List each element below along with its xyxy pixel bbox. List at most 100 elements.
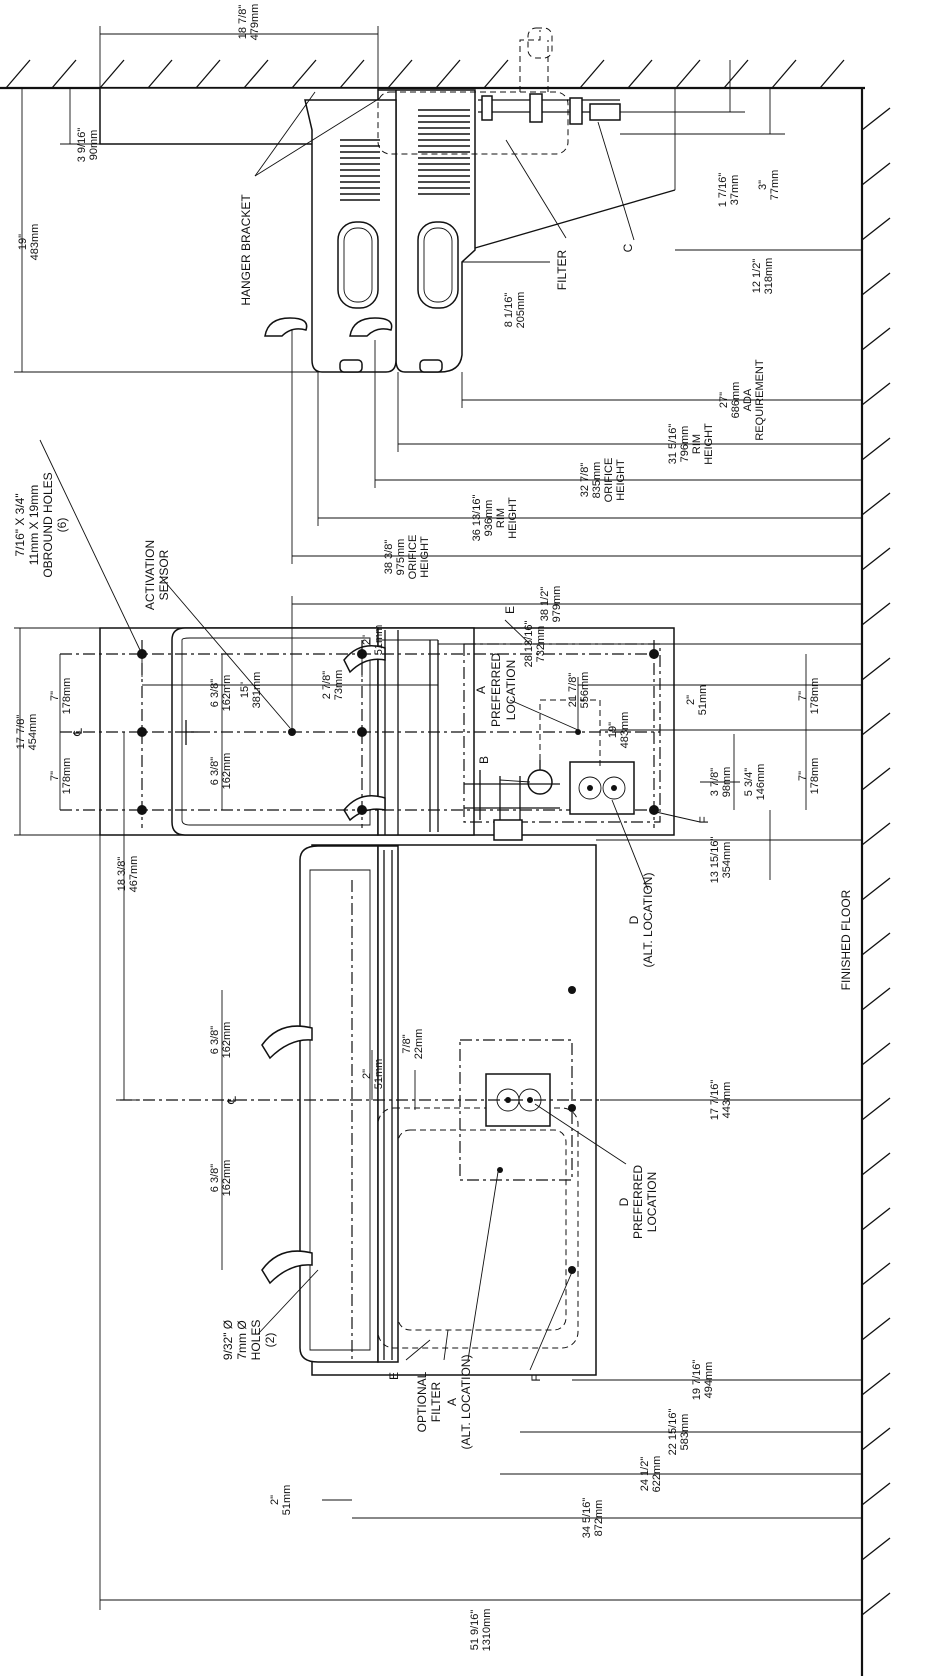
dim-d14-mm: 51mm: [373, 625, 385, 656]
dim-d41-in: 2": [269, 1495, 281, 1505]
dim-d5-mm: 77mm: [769, 170, 781, 201]
filter-label: FILTER: [555, 249, 569, 290]
c-label: C: [621, 243, 635, 252]
dim-d19-in: 19": [607, 722, 619, 738]
dim-d28-mm: 146mm: [755, 764, 767, 801]
dim-d10-note2: HEIGHT: [615, 459, 627, 501]
dim-d20-in: 17 7/8": [15, 715, 27, 750]
dim-d10-in: 32 7/8": [579, 463, 591, 498]
obround-label-3: OBROUND HOLES: [41, 472, 55, 577]
dim-d8-in: 27": [718, 392, 730, 408]
dim-d2-in: 3 9/16": [76, 128, 88, 163]
dim-d7-mm: 205mm: [515, 292, 527, 329]
b-label: B: [477, 756, 491, 764]
dim-d22-mm: 178mm: [61, 758, 73, 795]
supply-plumbing: [478, 27, 621, 125]
dim-d4-mm: 37mm: [729, 175, 741, 206]
dim-d18-in: 21 7/8": [567, 673, 579, 708]
dim-d8-note2: REQUIREMENT: [754, 359, 766, 441]
optional-filter-label-2: FILTER: [429, 1381, 443, 1422]
dim-d36-in: 17 7/16": [709, 1080, 721, 1121]
f-label-bottom: F: [529, 1374, 543, 1381]
dim-d11-note1: RIM: [495, 508, 507, 528]
dim-d26-mm: 178mm: [809, 678, 821, 715]
dim-d33-mm: 51mm: [373, 1059, 385, 1090]
dim-d35-in: 6 3/8": [209, 1164, 221, 1192]
dim-d17-mm: 381mm: [251, 672, 263, 709]
holes-label-4: (2): [263, 1333, 277, 1348]
dim-d38-in: 22 15/16": [667, 1409, 679, 1456]
dim-d12-note1: ORIFICE: [407, 535, 419, 580]
dim-d4-in: 1 7/16": [717, 173, 729, 208]
holes-label-3: HOLES: [249, 1320, 263, 1361]
dim-d10-mm: 835mm: [591, 462, 603, 499]
dim-d21-in: 7": [49, 691, 61, 701]
dim-d29-in: 7": [797, 771, 809, 781]
dim-d25-in: 2": [685, 695, 697, 705]
dim-d28-in: 5 3/4": [743, 768, 755, 796]
a-preferred-label-2: PREFERRED: [489, 653, 503, 727]
side-view: [99, 27, 676, 373]
dim-d42-mm: 1310mm: [481, 1609, 493, 1652]
d-alt-label-2: (ALT. LOCATION): [641, 873, 655, 968]
dim-d1-in: 18 7/8": [237, 5, 249, 40]
dim-d10-note1: ORIFICE: [603, 458, 615, 503]
dimension-lines: [14, 26, 862, 1610]
d-preferred-label-3: LOCATION: [645, 1172, 659, 1232]
dim-d23-mm: 162mm: [221, 675, 233, 712]
dim-d25-mm: 51mm: [697, 685, 709, 716]
dim-d16-mm: 732mm: [535, 626, 547, 663]
dim-d35-mm: 162mm: [221, 1160, 233, 1197]
a-alt-label-1: A: [445, 1398, 459, 1406]
obround-label-2: 11mm X 19mm: [27, 485, 41, 565]
dim-d2-mm: 90mm: [88, 130, 100, 161]
dim-d39-in: 24 1/2": [639, 1457, 651, 1492]
d-alt-label-1: D: [627, 915, 641, 924]
dim-d41-mm: 51mm: [281, 1485, 293, 1516]
centerline-mark-top: ℄: [71, 728, 85, 737]
text-labels: HANGER BRACKET FILTER C ACTIVATION SENSO…: [13, 194, 711, 1450]
dim-d42-in: 51 9/16": [469, 1610, 481, 1651]
dim-d24-mm: 162mm: [221, 753, 233, 790]
finished-floor-label: FINISHED FLOOR: [839, 889, 853, 990]
dim-d27-in: 3 7/8": [709, 768, 721, 796]
optional-filter-label-1: OPTIONAL: [415, 1371, 429, 1432]
lower-fountain-front: [120, 844, 600, 1376]
dim-d23-in: 6 3/8": [209, 679, 221, 707]
hanger-bracket-label: HANGER BRACKET: [239, 194, 253, 306]
dim-d15-in: 2 7/8": [321, 671, 333, 699]
upper-bubbler: [264, 317, 308, 337]
activation-sensor-label-2: SENSOR: [157, 549, 171, 600]
dim-d14-in: 2": [361, 635, 373, 645]
dim-d31-mm: 467mm: [128, 856, 140, 893]
dim-d38-mm: 583mm: [679, 1414, 691, 1451]
dim-d40-in: 34 5/16": [581, 1498, 593, 1539]
dim-d6-in: 12 1/2": [751, 259, 763, 294]
dim-d12-in: 38 3/8": [383, 540, 395, 575]
dim-d8-mm: 686mm: [730, 382, 742, 419]
dim-d36-mm: 443mm: [721, 1082, 733, 1119]
front-view: [60, 627, 675, 841]
dim-d29-mm: 178mm: [809, 758, 821, 795]
dim-d32-mm: 162mm: [221, 1022, 233, 1059]
activation-sensor-label-1: ACTIVATION: [143, 540, 157, 610]
drain-b: [527, 769, 553, 795]
dim-d26-in: 7": [797, 691, 809, 701]
dim-d34-mm: 22mm: [413, 1029, 425, 1060]
obround-label-1: 7/16" X 3/4": [13, 493, 27, 556]
a-preferred-label-3: LOCATION: [504, 660, 518, 720]
holes-label-2: 7mm Ø: [235, 1320, 249, 1359]
rough-in-area-e-bottom: [459, 1039, 573, 1181]
dim-d5-in: 3": [757, 180, 769, 190]
lower-push-button: [417, 221, 459, 309]
dim-d19-mm: 483mm: [619, 712, 631, 749]
basin-lower: [299, 845, 379, 1363]
dimension-texts: 18 7/8" 479mm 3 9/16" 90mm 19" 483mm 1 7…: [15, 4, 821, 1652]
dim-d11-note2: HEIGHT: [507, 497, 519, 539]
dim-d9-note2: HEIGHT: [703, 423, 715, 465]
dim-d31-in: 18 3/8": [116, 857, 128, 892]
dim-d34-in: 7/8": [401, 1034, 413, 1053]
dim-d12-mm: 975mm: [395, 539, 407, 576]
dim-d37-in: 19 7/16": [691, 1360, 703, 1401]
